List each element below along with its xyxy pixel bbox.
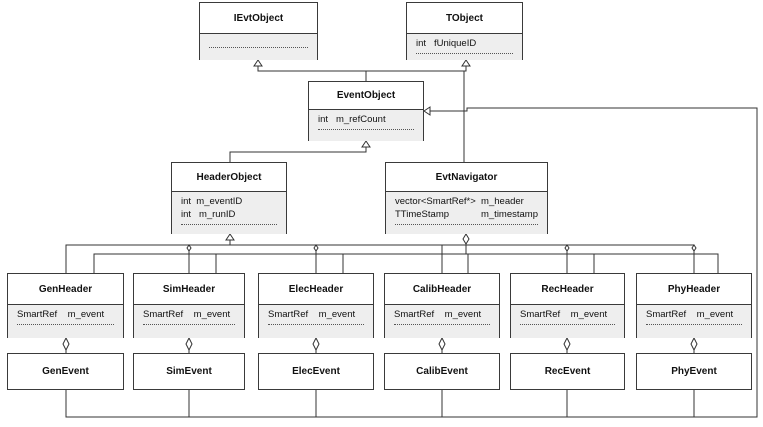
- attribute: SmartRef m_event: [268, 309, 356, 320]
- class-name: EvtNavigator: [435, 171, 498, 183]
- class-recevent: RecEvent: [510, 353, 625, 390]
- inheritance-line-events-eventobject: [65, 107, 758, 418]
- class-attributes: SmartRef m_event: [385, 304, 499, 338]
- aggregation-diamond-recheader: [563, 336, 571, 352]
- class-name: TObject: [445, 12, 484, 24]
- class-phyheader: PhyHeader SmartRef m_event: [636, 273, 752, 338]
- inheritance-arrow-ievtobject: [253, 59, 263, 67]
- class-name: EventObject: [336, 90, 396, 101]
- inheritance-line-eventobject-ievtobject: [257, 66, 367, 81]
- class-name: HeaderObject: [196, 171, 262, 183]
- attribute: SmartRef m_event: [646, 309, 734, 320]
- class-evtnavigator: EvtNavigator vector<SmartRef*> m_header …: [385, 162, 548, 234]
- aggregation-diamond-calibheader: [438, 336, 446, 352]
- class-name: ElecHeader: [288, 283, 344, 295]
- attribute-type: TTimeStamp: [395, 209, 450, 220]
- aggregation-diamond-evtnavigator: [462, 233, 470, 245]
- attribute-row: TTimeStamp m_timestamp: [395, 208, 538, 221]
- class-attributes: SmartRef m_event: [134, 304, 244, 338]
- class-name: ElecEvent: [292, 366, 340, 377]
- aggregation-diamond-genheader: [62, 336, 70, 352]
- class-name: IEvtObject: [233, 12, 284, 24]
- aggregation-diamond-elecheader: [312, 336, 320, 352]
- class-name: GenEvent: [42, 366, 89, 377]
- class-attributes: int fUniqueID: [407, 33, 522, 60]
- attribute: SmartRef m_event: [143, 309, 231, 320]
- inheritance-line-headerobject-eventobject: [229, 147, 367, 162]
- class-attributes: SmartRef m_event: [259, 304, 373, 338]
- class-simevent: SimEvent: [133, 353, 245, 390]
- attribute: SmartRef m_event: [17, 309, 105, 320]
- aggregation-diamond-phyheader: [690, 336, 698, 352]
- class-recheader: RecHeader SmartRef m_event: [510, 273, 625, 338]
- attribute: int m_runID: [181, 209, 236, 220]
- inheritance-arrow-headerobject: [225, 233, 235, 241]
- class-attributes: [200, 33, 317, 60]
- class-phyevent: PhyEvent: [636, 353, 752, 390]
- class-name: PhyEvent: [671, 366, 717, 377]
- inheritance-line-headers-headerobject: [65, 244, 695, 273]
- class-elecheader: ElecHeader SmartRef m_event: [258, 273, 374, 338]
- attribute: int m_eventID: [181, 196, 243, 207]
- attribute: int fUniqueID: [416, 38, 477, 49]
- class-tobject: TObject int fUniqueID: [406, 2, 523, 60]
- class-simheader: SimHeader SmartRef m_event: [133, 273, 245, 338]
- class-name: GenHeader: [38, 283, 93, 295]
- class-calibheader: CalibHeader SmartRef m_event: [384, 273, 500, 338]
- class-calibevent: CalibEvent: [384, 353, 500, 390]
- class-name: PhyHeader: [667, 283, 721, 295]
- class-genevent: GenEvent: [7, 353, 124, 390]
- class-elecevent: ElecEvent: [258, 353, 374, 390]
- class-headerobject: HeaderObject int m_eventID int m_runID: [171, 162, 287, 234]
- aggregation-line-evtnavigator-headers: [93, 253, 719, 273]
- attribute: SmartRef m_event: [394, 309, 482, 320]
- inheritance-line-eventobject-tobject: [366, 66, 467, 72]
- class-name: CalibHeader: [412, 283, 472, 295]
- class-attributes: SmartRef m_event: [8, 304, 123, 338]
- inheritance-arrow-eventobject-right: [423, 106, 431, 116]
- class-name: SimHeader: [162, 283, 216, 295]
- class-name: CalibEvent: [416, 366, 468, 377]
- class-name: RecEvent: [544, 366, 591, 377]
- class-attributes: vector<SmartRef*> m_header TTimeStamp m_…: [386, 191, 547, 234]
- class-name: RecHeader: [541, 283, 594, 295]
- attribute: int m_refCount: [318, 114, 386, 125]
- class-name: SimEvent: [166, 366, 212, 377]
- class-ievtobject: IEvtObject: [199, 2, 318, 60]
- class-attributes: SmartRef m_event: [637, 304, 751, 338]
- aggregation-diamond-simheader: [185, 336, 193, 352]
- attribute: SmartRef m_event: [520, 309, 608, 320]
- attribute-name: m_timestamp: [480, 209, 538, 220]
- inheritance-arrow-eventobject-bottom: [361, 140, 371, 148]
- inheritance-arrow-tobject: [461, 59, 471, 67]
- class-attributes: int m_refCount: [309, 109, 423, 141]
- attribute: vector<SmartRef*> m_header: [395, 196, 524, 207]
- class-genheader: GenHeader SmartRef m_event: [7, 273, 124, 338]
- class-eventobject: EventObject int m_refCount: [308, 81, 424, 141]
- class-attributes: SmartRef m_event: [511, 304, 624, 338]
- class-attributes: int m_eventID int m_runID: [172, 191, 286, 234]
